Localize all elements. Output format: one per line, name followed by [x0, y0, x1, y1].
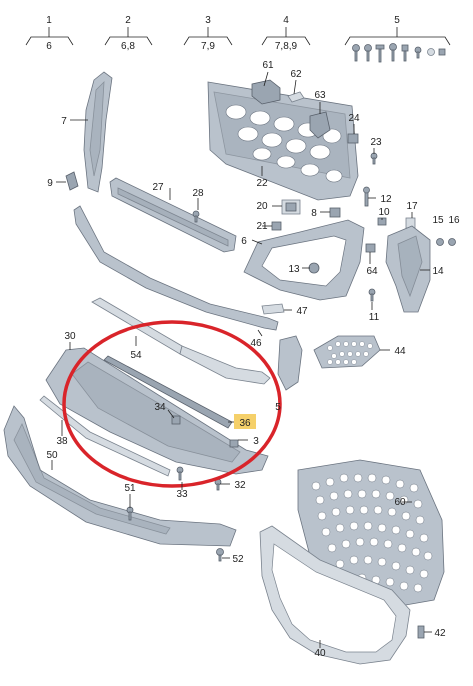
clip-8 [329, 207, 341, 218]
callout-9: 9 [47, 178, 53, 189]
lower-bumper-panel [45, 347, 269, 475]
screw-28 [192, 210, 200, 223]
callout-27: 27 [152, 182, 164, 193]
nut-64 [365, 243, 376, 253]
callout-16: 16 [448, 215, 460, 226]
callout-60: 60 [394, 497, 406, 508]
strip-38 [39, 395, 171, 477]
clip-42 [417, 625, 425, 639]
callout-33: 33 [176, 489, 188, 500]
header-group-1-number: 1 [46, 15, 52, 26]
header-group-2-sub: 6,8 [121, 41, 135, 52]
header-group-1: 1 6 [25, 15, 74, 52]
left-side-bracket [83, 71, 113, 193]
grille-frame [259, 525, 411, 665]
callout-15: 15 [432, 215, 444, 226]
callout-8: 8 [311, 208, 317, 219]
bolt-12 [363, 186, 370, 207]
callout-51: 51 [124, 483, 136, 494]
callout-5-lower: 5 [275, 402, 281, 413]
callout-36: 36 [239, 418, 251, 429]
callout-52: 52 [232, 554, 244, 565]
callout-7: 7 [61, 116, 67, 127]
sensor-module [251, 79, 281, 105]
callout-3: 3 [253, 436, 259, 447]
callout-14: 14 [432, 266, 444, 277]
callout-21: 21 [256, 221, 268, 232]
header-group-4: 4 7,8,9 [261, 15, 311, 52]
callout-11: 11 [369, 312, 380, 323]
screw-23 [370, 152, 378, 165]
callout-47: 47 [296, 306, 308, 317]
fog-lamp-bezel [243, 219, 365, 301]
clip-15 [436, 238, 444, 246]
header-group-5-number: 5 [394, 15, 400, 26]
bumper-bracket-14 [385, 225, 431, 313]
clip-3 [229, 439, 239, 448]
bracket-62 [287, 91, 305, 103]
callout-32: 32 [234, 480, 246, 491]
callout-63: 63 [314, 90, 326, 101]
callout-46: 46 [250, 338, 262, 349]
header-group-2-number: 2 [125, 15, 131, 26]
callout-54: 54 [130, 350, 142, 361]
screw-11 [368, 288, 376, 302]
header-group-2: 2 6,8 [104, 15, 153, 52]
callout-labels: 61 62 63 24 23 22 7 9 27 28 12 20 8 10 1… [46, 60, 460, 659]
callout-61: 61 [262, 60, 274, 71]
clip-9 [65, 171, 79, 191]
header-group-3: 3 7,9 [183, 15, 233, 52]
callout-64: 64 [366, 266, 378, 277]
header-group-4-sub: 7,8,9 [275, 41, 298, 52]
callout-34: 34 [154, 402, 166, 413]
callout-42: 42 [434, 628, 446, 639]
callout-6: 6 [241, 236, 247, 247]
callout-50: 50 [46, 450, 58, 461]
fastener-set-icon [352, 43, 446, 63]
callout-10: 10 [378, 207, 390, 218]
insert-47 [261, 303, 285, 315]
header-group-3-sub: 7,9 [201, 41, 215, 52]
highlight-tag [234, 414, 256, 429]
spoiler-lip [3, 405, 237, 547]
callout-62: 62 [290, 69, 302, 80]
clip-24 [347, 133, 359, 144]
callout-38: 38 [56, 436, 68, 447]
callout-22: 22 [256, 178, 268, 189]
bracket-20 [281, 199, 301, 215]
callout-40: 40 [314, 648, 326, 659]
callout-24: 24 [348, 113, 360, 124]
highlight-ring [62, 320, 282, 488]
air-guide-27 [109, 177, 237, 253]
clip-21 [271, 221, 282, 231]
callout-13: 13 [288, 264, 300, 275]
screw-52 [216, 548, 224, 562]
clip-16 [448, 238, 456, 246]
callout-20: 20 [256, 201, 268, 212]
corner-trim [277, 335, 303, 391]
callout-17: 17 [406, 201, 418, 212]
callout-30: 30 [64, 331, 76, 342]
clip-34 [171, 415, 181, 425]
sensor-63 [309, 111, 331, 139]
callout-23: 23 [370, 137, 382, 148]
grille-carrier [207, 81, 359, 201]
screw-33 [176, 466, 184, 481]
header-group-5: 5 [344, 15, 451, 46]
callout-44: 44 [394, 346, 406, 357]
header-group-1-sub: 6 [46, 41, 52, 52]
header-group-4-number: 4 [283, 15, 289, 26]
spoiler-strip [73, 205, 279, 331]
header-group-3-number: 3 [205, 15, 211, 26]
callout-28: 28 [192, 188, 204, 199]
leader-lines [51, 71, 432, 648]
grille-insert-44 [313, 335, 381, 369]
callout-12: 12 [380, 194, 392, 205]
